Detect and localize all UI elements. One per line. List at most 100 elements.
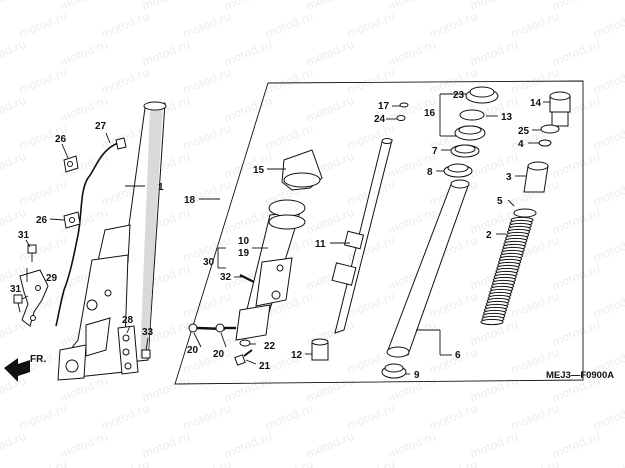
watermark-text: motod.ru <box>591 402 625 433</box>
watermark-text: motod.ru <box>550 430 602 461</box>
callout-25: 25 <box>518 126 530 137</box>
watermark-text: motod.ru <box>550 318 602 349</box>
back-up-ring-7 <box>450 144 480 158</box>
callout-labels: 1 27 26 26 31 29 31 28 33 18 15 10 19 30… <box>10 90 542 381</box>
fork-outer-tube <box>57 101 167 381</box>
watermark-text: motod.ru <box>222 430 274 461</box>
clip-17 <box>399 102 409 108</box>
watermark-text: motod.ru <box>468 430 520 461</box>
front-direction-arrow: FR. <box>4 354 46 382</box>
bolt-21 <box>234 349 253 366</box>
callout-24: 24 <box>374 114 386 125</box>
watermark-text: motod.ru <box>345 458 397 468</box>
watermark-text: motod.ru <box>140 374 192 405</box>
callout-27: 27 <box>95 121 107 132</box>
fork-inner-assembly <box>235 199 306 341</box>
screw-32 <box>239 274 255 283</box>
washer-4 <box>538 139 552 147</box>
watermark-text: motod.ru <box>591 178 625 209</box>
watermark-text: motod.ru <box>222 38 274 69</box>
watermark-text: motod.ru <box>345 402 397 433</box>
slide-bushing-9 <box>381 363 407 379</box>
callout-28: 28 <box>122 315 134 326</box>
watermark-text: motod.ru <box>591 10 625 41</box>
callout-15: 15 <box>253 165 265 176</box>
watermark-text: motod.ru <box>58 38 110 69</box>
callout-4: 4 <box>518 139 524 150</box>
watermark-text: motod.ru <box>386 430 438 461</box>
cable-clamp-lower <box>63 211 81 229</box>
dust-seal-23 <box>465 86 499 104</box>
callout-23: 23 <box>453 90 465 101</box>
callout-33: 33 <box>142 327 154 338</box>
callout-10: 10 <box>238 236 250 247</box>
guide-bushing-8 <box>443 163 473 178</box>
callout-8: 8 <box>427 167 433 178</box>
watermark-text: motod.ru <box>304 430 356 461</box>
bolt-33 <box>141 349 151 359</box>
watermark-text: motod.ru <box>468 38 520 69</box>
watermark-text: motod.ru <box>427 10 479 41</box>
callout-2: 2 <box>486 230 492 241</box>
watermark-text: motod.ru <box>222 94 274 125</box>
callout-12: 12 <box>291 350 303 361</box>
watermark-text: motod.ru <box>222 0 274 13</box>
callout-18: 18 <box>184 195 196 206</box>
watermark-text: motod.ru <box>0 94 28 125</box>
diagram-reference-code: MEJ3—F0900A <box>546 370 614 381</box>
watermark-text: motod.ru <box>386 0 438 13</box>
watermark-text: motod.ru <box>181 122 233 153</box>
cable-clamp-upper <box>63 155 79 173</box>
watermark-text: motod.ru <box>181 402 233 433</box>
sensor-cable <box>55 142 119 327</box>
watermark-text: motod.ru <box>0 374 28 405</box>
callout-6: 6 <box>455 350 461 361</box>
watermark-text: motod.ru <box>550 206 602 237</box>
watermark-text: motod.ru <box>468 374 520 405</box>
callout-16: 16 <box>424 108 436 119</box>
callout-20-right: 20 <box>213 349 225 360</box>
fork-inner-tube-6 <box>386 179 470 358</box>
watermark-text: motod.ru <box>550 38 602 69</box>
watermark-text: motod.ru <box>509 290 561 321</box>
watermark-text: motod.ru <box>427 458 479 468</box>
callout-3: 3 <box>506 172 512 183</box>
callout-17: 17 <box>378 101 390 112</box>
callout-31-lower: 31 <box>10 284 22 295</box>
watermark-text: motod.ru <box>427 402 479 433</box>
watermark-text: motod.ru <box>181 290 233 321</box>
watermark-text: motod.ru <box>591 66 625 97</box>
watermark-text: motod.ru <box>17 178 69 209</box>
watermark-text: motod.ru <box>263 10 315 41</box>
svg-text:FR.: FR. <box>30 354 46 365</box>
bolt-20-lower <box>215 323 236 333</box>
leader-lines <box>21 93 550 375</box>
watermark-text: motod.ru <box>58 430 110 461</box>
watermark-text: motod.ru <box>386 38 438 69</box>
watermark-text: motod.ru <box>58 0 110 13</box>
watermark-text: motod.ru <box>550 150 602 181</box>
callout-1: 1 <box>158 182 164 193</box>
callout-30: 30 <box>203 257 215 268</box>
watermark-text: motod.ru <box>263 458 315 468</box>
callout-26-upper: 26 <box>55 134 67 145</box>
o-ring-25 <box>540 124 560 134</box>
watermark-text: motod.ru <box>509 10 561 41</box>
watermark-text: motod.ru <box>181 458 233 468</box>
watermark-text: motod.ru <box>17 10 69 41</box>
watermark-text: motod.ru <box>304 38 356 69</box>
watermark-text: motod.ru <box>304 94 356 125</box>
watermark-text: motod.ru <box>509 458 561 468</box>
spring-coil <box>480 318 504 326</box>
watermark-text: motod.ru <box>99 402 151 433</box>
watermark-text: motod.ru <box>591 122 625 153</box>
inner-assembly-frame <box>174 80 584 385</box>
watermark-text: motod.ru <box>345 66 397 97</box>
watermark-text: motod.ru <box>345 10 397 41</box>
oil-lock-piece-12 <box>311 338 329 361</box>
watermark-text: motod.ru <box>0 0 28 13</box>
callout-19: 19 <box>238 248 250 259</box>
callout-20-left: 20 <box>187 345 199 356</box>
